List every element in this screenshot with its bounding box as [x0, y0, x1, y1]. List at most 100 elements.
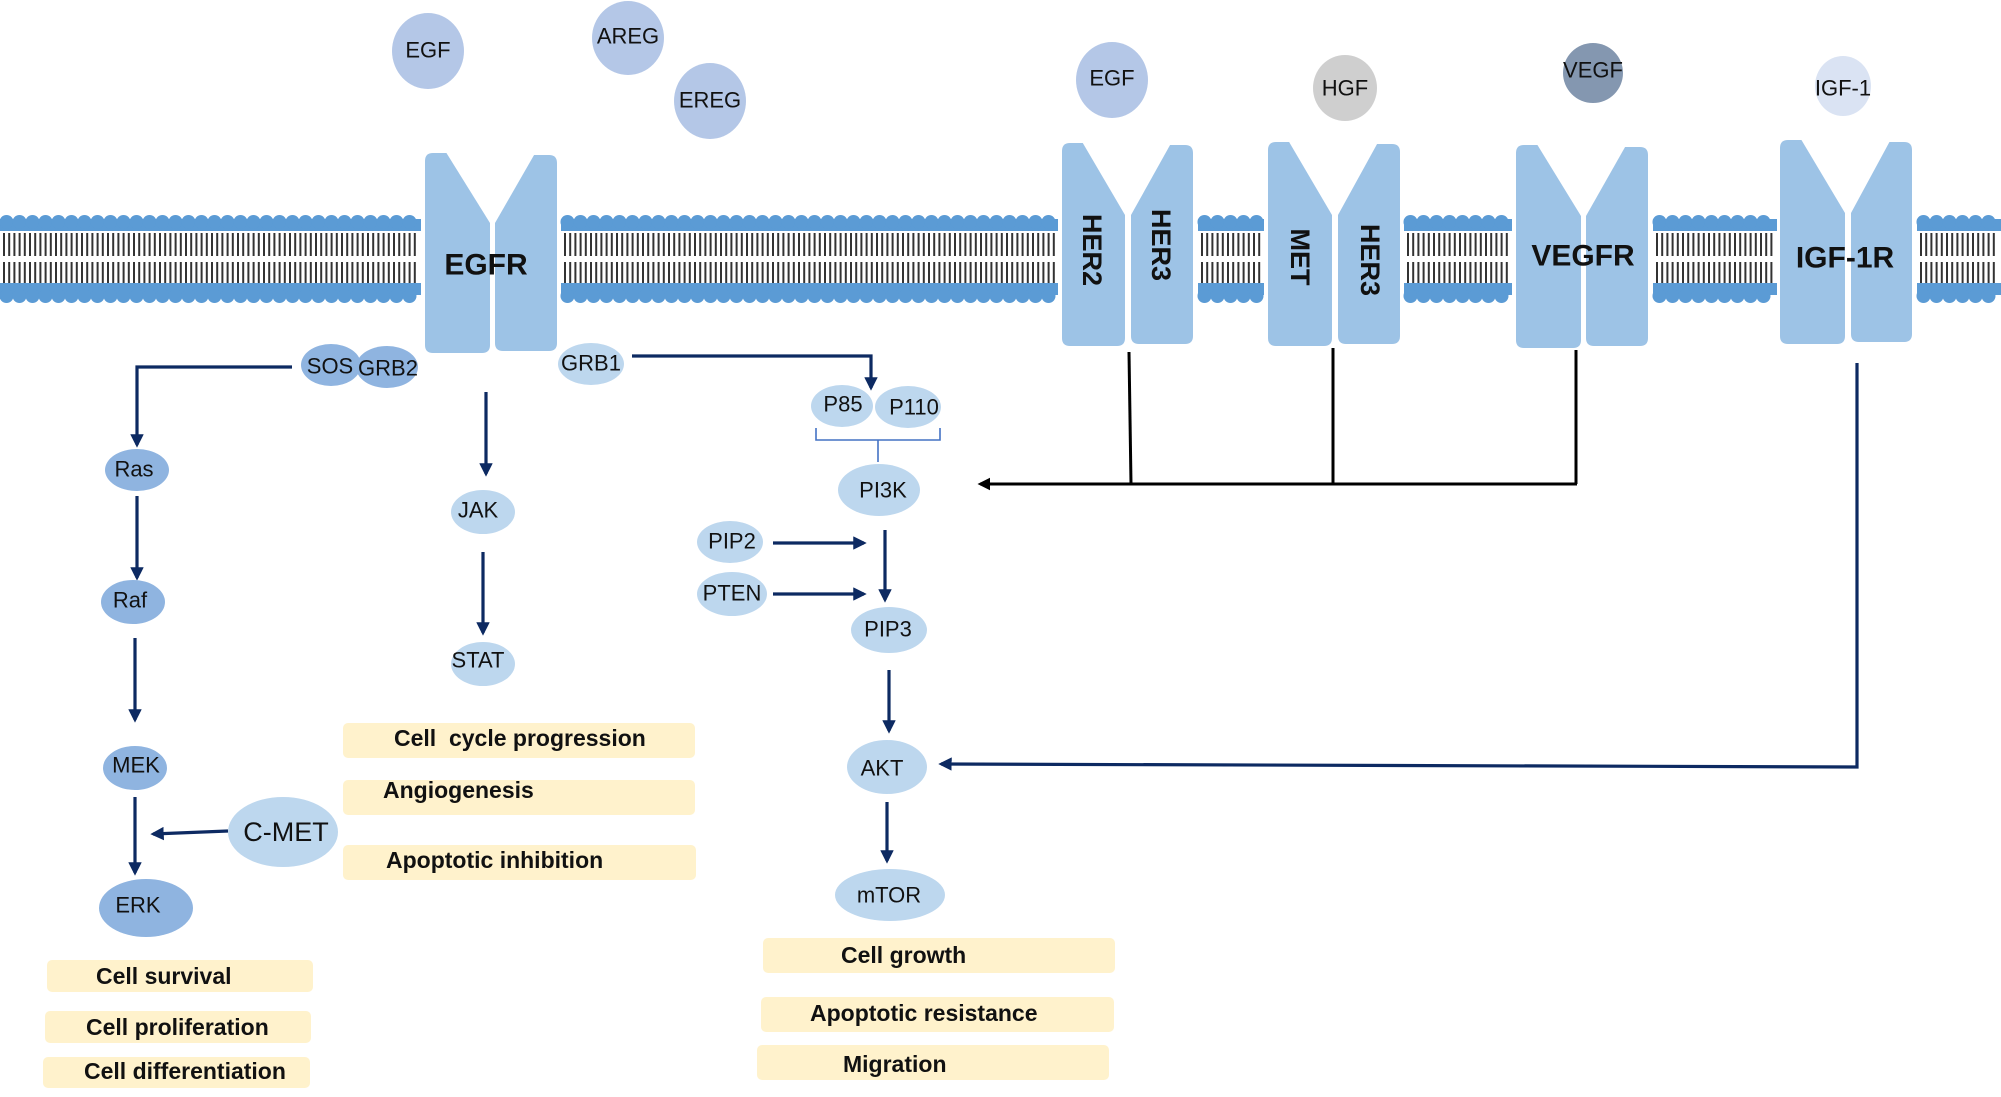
- receptor-igf1r: [1780, 140, 1912, 344]
- node-raf: Raf: [101, 580, 165, 624]
- outcome-cell-survival: Cell survival: [96, 963, 232, 989]
- node-ras-label: Ras: [114, 457, 153, 482]
- receptor-her2-her3-left-subunit: [1062, 143, 1125, 346]
- receptor-igf1r-left-subunit: [1780, 140, 1845, 344]
- node-cmet: C-MET: [228, 797, 338, 867]
- ligand-egf: EGF: [392, 13, 464, 89]
- node-pip2: PIP2: [697, 521, 763, 563]
- membrane-segment: [1652, 215, 1777, 303]
- outcome-box: [47, 960, 313, 992]
- receptor-her3-b-label: HER3: [1355, 224, 1385, 296]
- outcome-cell-cycle-progression: Cell cycle progression: [394, 725, 646, 751]
- node-grb2: GRB2: [356, 346, 418, 388]
- node-pi3k: PI3K: [838, 464, 920, 516]
- node-pten: PTEN: [697, 572, 767, 616]
- ligand-hgf: HGF: [1313, 55, 1377, 121]
- receptor-her2-her3: [1062, 143, 1193, 346]
- node-pip3-label: PIP3: [864, 617, 912, 642]
- outcome-box: [343, 845, 696, 880]
- outcomes-jak-stat: Cell cycle progression Angiogenesis Apop…: [343, 723, 696, 880]
- receptor-her2-her3-right-subunit: [1131, 145, 1193, 344]
- node-erk: ERK: [99, 879, 193, 937]
- receptor-vegfr-label: VEGFR: [1531, 240, 1635, 273]
- receptor-her2-label: HER2: [1077, 214, 1107, 286]
- ligand-ereg-label: EREG: [679, 88, 741, 113]
- line-her2-her3: [1127, 351, 1133, 485]
- connectors: [128, 348, 1859, 876]
- outcome-angiogenesis: Angiogenesis: [383, 777, 534, 803]
- node-grb2-label: GRB2: [358, 356, 418, 381]
- outcome-apoptotic-inhibition: Apoptotic inhibition: [386, 847, 603, 873]
- node-jak-label: JAK: [458, 498, 499, 523]
- node-p85: P85: [811, 385, 873, 427]
- receptor-egfr-label: EGFR: [444, 249, 528, 282]
- ligand-ereg: EREG: [674, 63, 746, 139]
- node-akt-label: AKT: [861, 756, 904, 781]
- membrane-segment: [1403, 215, 1512, 303]
- cell-membrane-lipid-bilayer: [0, 215, 2001, 303]
- outcome-cell-differentiation: Cell differentiation: [84, 1058, 286, 1084]
- node-mtor-label: mTOR: [857, 883, 921, 908]
- membrane-segment: [0, 215, 421, 303]
- node-pip2-label: PIP2: [708, 529, 756, 554]
- node-sos-label: SOS: [307, 354, 353, 379]
- ligand-igf1: IGF-1: [1815, 56, 1871, 116]
- node-mek: MEK: [103, 746, 167, 790]
- receptor-met-her3: [1268, 142, 1400, 346]
- outcome-apoptotic-resistance: Apoptotic resistance: [810, 1000, 1038, 1026]
- ligand-areg: AREG: [592, 1, 664, 75]
- node-sos: SOS: [301, 344, 361, 386]
- receptor-egfr-right-subunit: [495, 155, 557, 351]
- ligand-egf-label: EGF: [405, 38, 450, 63]
- node-stat: STAT: [451, 642, 515, 686]
- outcome-box: [43, 1057, 310, 1088]
- receptor-egfr: [425, 153, 557, 353]
- node-stat-label: STAT: [452, 648, 505, 673]
- outcome-box: [763, 938, 1115, 973]
- arrow-grb1-to-p85: [632, 354, 878, 391]
- node-pip3: PIP3: [851, 607, 927, 653]
- ligand-vegf-label: VEGF: [1563, 58, 1623, 83]
- node-akt: AKT: [847, 740, 927, 794]
- outcome-box: [761, 997, 1114, 1032]
- node-cmet-label: C-MET: [243, 817, 328, 847]
- node-pi3k-label: PI3K: [859, 478, 907, 503]
- outcome-box: [343, 723, 695, 758]
- outcome-migration: Migration: [843, 1051, 947, 1077]
- node-raf-label: Raf: [113, 588, 148, 613]
- outcome-cell-proliferation: Cell proliferation: [86, 1014, 269, 1040]
- arrow-cmet-to-mapk: [150, 826, 229, 841]
- node-erk-label: ERK: [115, 893, 161, 918]
- receptor-vegfr-right-subunit: [1586, 147, 1648, 346]
- receptor-igf1r-right-subunit: [1851, 142, 1912, 342]
- receptor-met-her3-left-subunit: [1268, 142, 1332, 346]
- node-p110-label: P110: [889, 395, 939, 420]
- arrow-sos-to-ras: [130, 365, 292, 448]
- receptor-vegfr-left-subunit: [1516, 145, 1581, 348]
- arrow-igf1r-to-akt: [938, 363, 1859, 771]
- membrane-segment: [1916, 215, 2001, 303]
- outcome-box: [45, 1011, 311, 1043]
- membrane-segment: [560, 215, 1058, 303]
- receptors: [425, 140, 1912, 353]
- receptor-vegfr: [1516, 145, 1648, 348]
- p85-p110-bracket: [815, 428, 941, 462]
- outcome-box: [757, 1045, 1109, 1080]
- ligand-hgf-label: HGF: [1322, 76, 1368, 101]
- ligand-egf-her: EGF: [1076, 42, 1148, 118]
- node-jak: JAK: [451, 490, 515, 534]
- outcome-cell-growth: Cell growth: [841, 942, 966, 968]
- node-ras: Ras: [105, 449, 169, 491]
- ligand-vegf: VEGF: [1563, 43, 1623, 103]
- node-mek-label: MEK: [112, 753, 160, 778]
- node-mtor: mTOR: [835, 869, 945, 921]
- receptor-met-her3-right-subunit: [1338, 144, 1400, 344]
- membrane-segment: [1197, 215, 1264, 303]
- receptor-egfr-left-subunit: [425, 153, 490, 353]
- ligand-egf-her-label: EGF: [1089, 66, 1134, 91]
- outcomes-pi3k-akt: Cell growth Apoptotic resistance Migrati…: [757, 938, 1115, 1080]
- node-grb1-label: GRB1: [561, 351, 621, 376]
- node-pten-label: PTEN: [703, 581, 762, 606]
- receptor-her3-label: HER3: [1146, 209, 1176, 281]
